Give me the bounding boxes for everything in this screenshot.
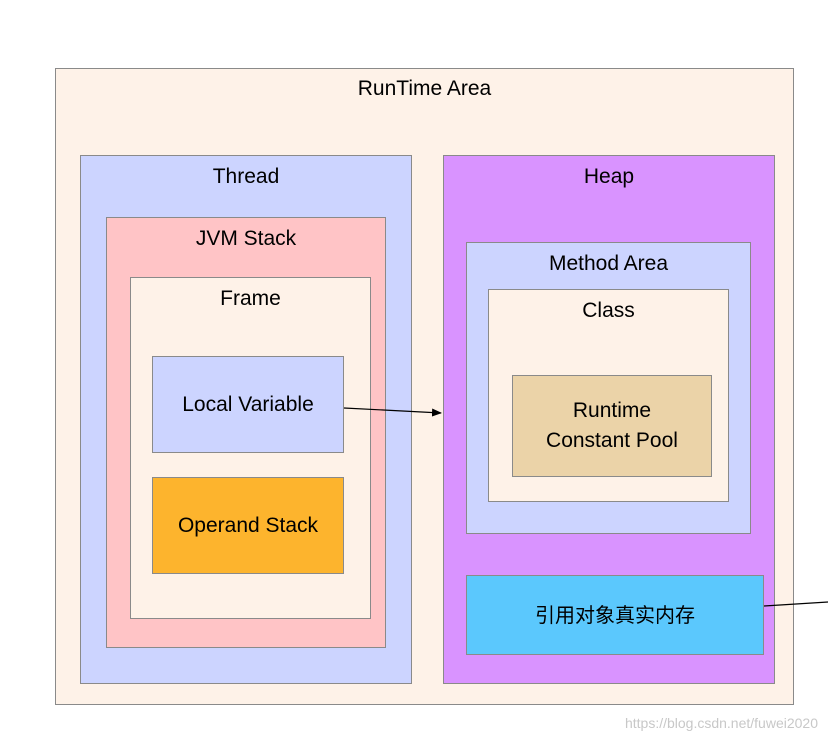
watermark-text: https://blog.csdn.net/fuwei2020 [624, 715, 818, 731]
runtime-area-title: RunTime Area [357, 77, 492, 100]
heap-title: Heap [583, 165, 635, 188]
local-variable-to-heap-arrow [343, 407, 442, 417]
runtime-constant-pool-box: Runtime Constant Pool [512, 375, 712, 477]
method-area-title: Method Area [548, 252, 669, 275]
jvm-stack-title: JVM Stack [195, 227, 297, 250]
frame-title: Frame [220, 287, 281, 310]
reference-object-memory-label: 引用对象真实内存 [535, 603, 695, 627]
operand-stack-box: Operand Stack [152, 477, 344, 574]
operand-stack-label: Operand Stack [177, 513, 319, 537]
runtime-constant-pool-label: Runtime Constant Pool [513, 376, 711, 476]
local-variable-box: Local Variable [152, 356, 344, 453]
reference-memory-outgoing-line [763, 601, 828, 607]
class-title: Class [582, 299, 635, 322]
reference-object-memory-box: 引用对象真实内存 [466, 575, 764, 655]
runtime-constant-pool-line2: Constant Pool [546, 429, 678, 452]
local-variable-label: Local Variable [182, 392, 314, 416]
runtime-constant-pool-line1: Runtime [572, 399, 652, 422]
thread-title: Thread [212, 165, 280, 188]
